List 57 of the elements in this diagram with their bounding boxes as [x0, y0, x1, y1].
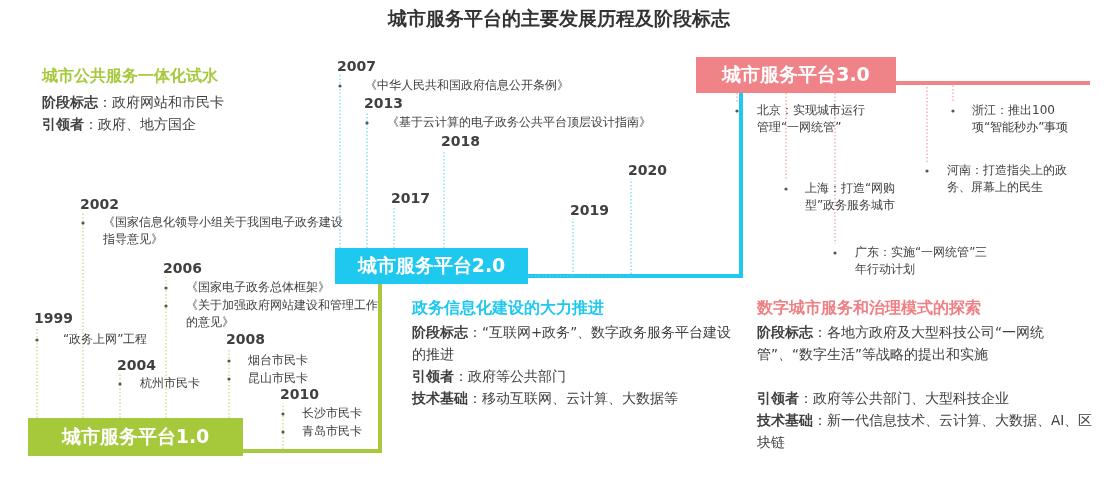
year-label: 2013 [364, 95, 403, 112]
dotted-leader-line [785, 92, 787, 181]
dotted-leader-line [736, 92, 738, 103]
year-label: 2006 [163, 260, 202, 277]
connector-line [528, 93, 743, 278]
milestone-text: 《国家电子政务总体框架》 [186, 279, 330, 296]
year-label: 2002 [80, 196, 119, 213]
stage-box: 城市服务平台1.0 [28, 418, 243, 456]
milestone-text: 浙江：推出100项“智能秒办”事项 [950, 102, 1084, 136]
milestone-text: 青岛市民卡 [302, 423, 362, 440]
milestone-text: 长沙市民卡 [302, 405, 362, 422]
milestone-text: 《关于加强政府网站建设和管理工作的意见》 [186, 297, 379, 331]
dotted-leader-line [834, 92, 836, 245]
milestone-text: 《基于云计算的电子政务公共平台顶层设计指南》 [387, 114, 651, 131]
stage-description: 阶段标志：政府网站和市民卡 [42, 93, 224, 112]
year-label: 2018 [441, 133, 480, 150]
year-label: 2008 [226, 331, 265, 348]
milestone-text: 上海：打造“网购型”政务服务城市 [783, 180, 907, 214]
milestone-text: 河南：打造指尖上的政务、屏幕上的民生 [924, 162, 1069, 196]
dotted-leader-line [366, 111, 368, 249]
milestone-text: 昆山市民卡 [248, 370, 308, 387]
stage-description: 技术基础：新一代信息技术、云计算、大数据、AI、区块链 [757, 411, 1094, 452]
connector-line [243, 284, 382, 453]
year-label: 2007 [337, 58, 376, 75]
milestone-text: 《中华人民共和国政府信息公开条例》 [365, 77, 569, 94]
year-label: 1999 [34, 310, 73, 327]
stage-heading: 政务信息化建设的大力推进 [412, 298, 604, 319]
stage-box: 城市服务平台2.0 [335, 248, 528, 284]
milestone-text: 杭州市民卡 [140, 375, 200, 392]
stage-box: 城市服务平台3.0 [696, 57, 896, 93]
dotted-leader-line [82, 212, 84, 419]
chart-title: 城市服务平台的主要发展历程及阶段标志 [386, 6, 731, 31]
stage-heading: 城市公共服务一体化试水 [42, 66, 218, 87]
dotted-leader-line [393, 206, 395, 249]
stage-description: 引领者：政府、地方国企 [42, 115, 196, 134]
year-label: 2010 [280, 386, 319, 403]
stage-heading: 数字城市服务和治理模式的探索 [757, 298, 981, 319]
stage-description: 技术基础：移动互联网、云计算、大数据等 [412, 389, 678, 408]
stage-description: 阶段标志：各地方政府及大型科技公司“一网统管”、“数字生活”等战略的提出和实施 [757, 323, 1045, 364]
dotted-leader-line [165, 276, 167, 419]
stage-description: 引领者：政府等公共部门、大型科技企业 [757, 389, 1009, 408]
year-label: 2019 [570, 202, 609, 219]
milestone-text: 广东：实施“一网统管”三年行动计划 [832, 244, 997, 278]
year-label: 2017 [391, 190, 430, 207]
dotted-leader-line [119, 373, 121, 419]
year-label: 2004 [117, 357, 156, 374]
dotted-leader-line [443, 149, 445, 249]
milestone-text: 烟台市民卡 [248, 352, 308, 369]
milestone-text: “政务上网”工程 [63, 331, 148, 348]
stage-description: 阶段标志：“互联网+政务”、数字政务服务平台建设的推进 [412, 323, 732, 364]
dotted-leader-line [339, 74, 341, 249]
dotted-leader-line [228, 347, 230, 419]
stage-description: 引领者：政府等公共部门 [412, 367, 566, 386]
year-label: 2020 [628, 162, 667, 179]
milestone-text: 北京：实现城市运行管理“一网统管” [734, 102, 869, 136]
dotted-leader-line [36, 326, 38, 419]
milestone-text: 《国家信息化领导小组关于我国电子政务建设指导意见》 [103, 214, 344, 248]
